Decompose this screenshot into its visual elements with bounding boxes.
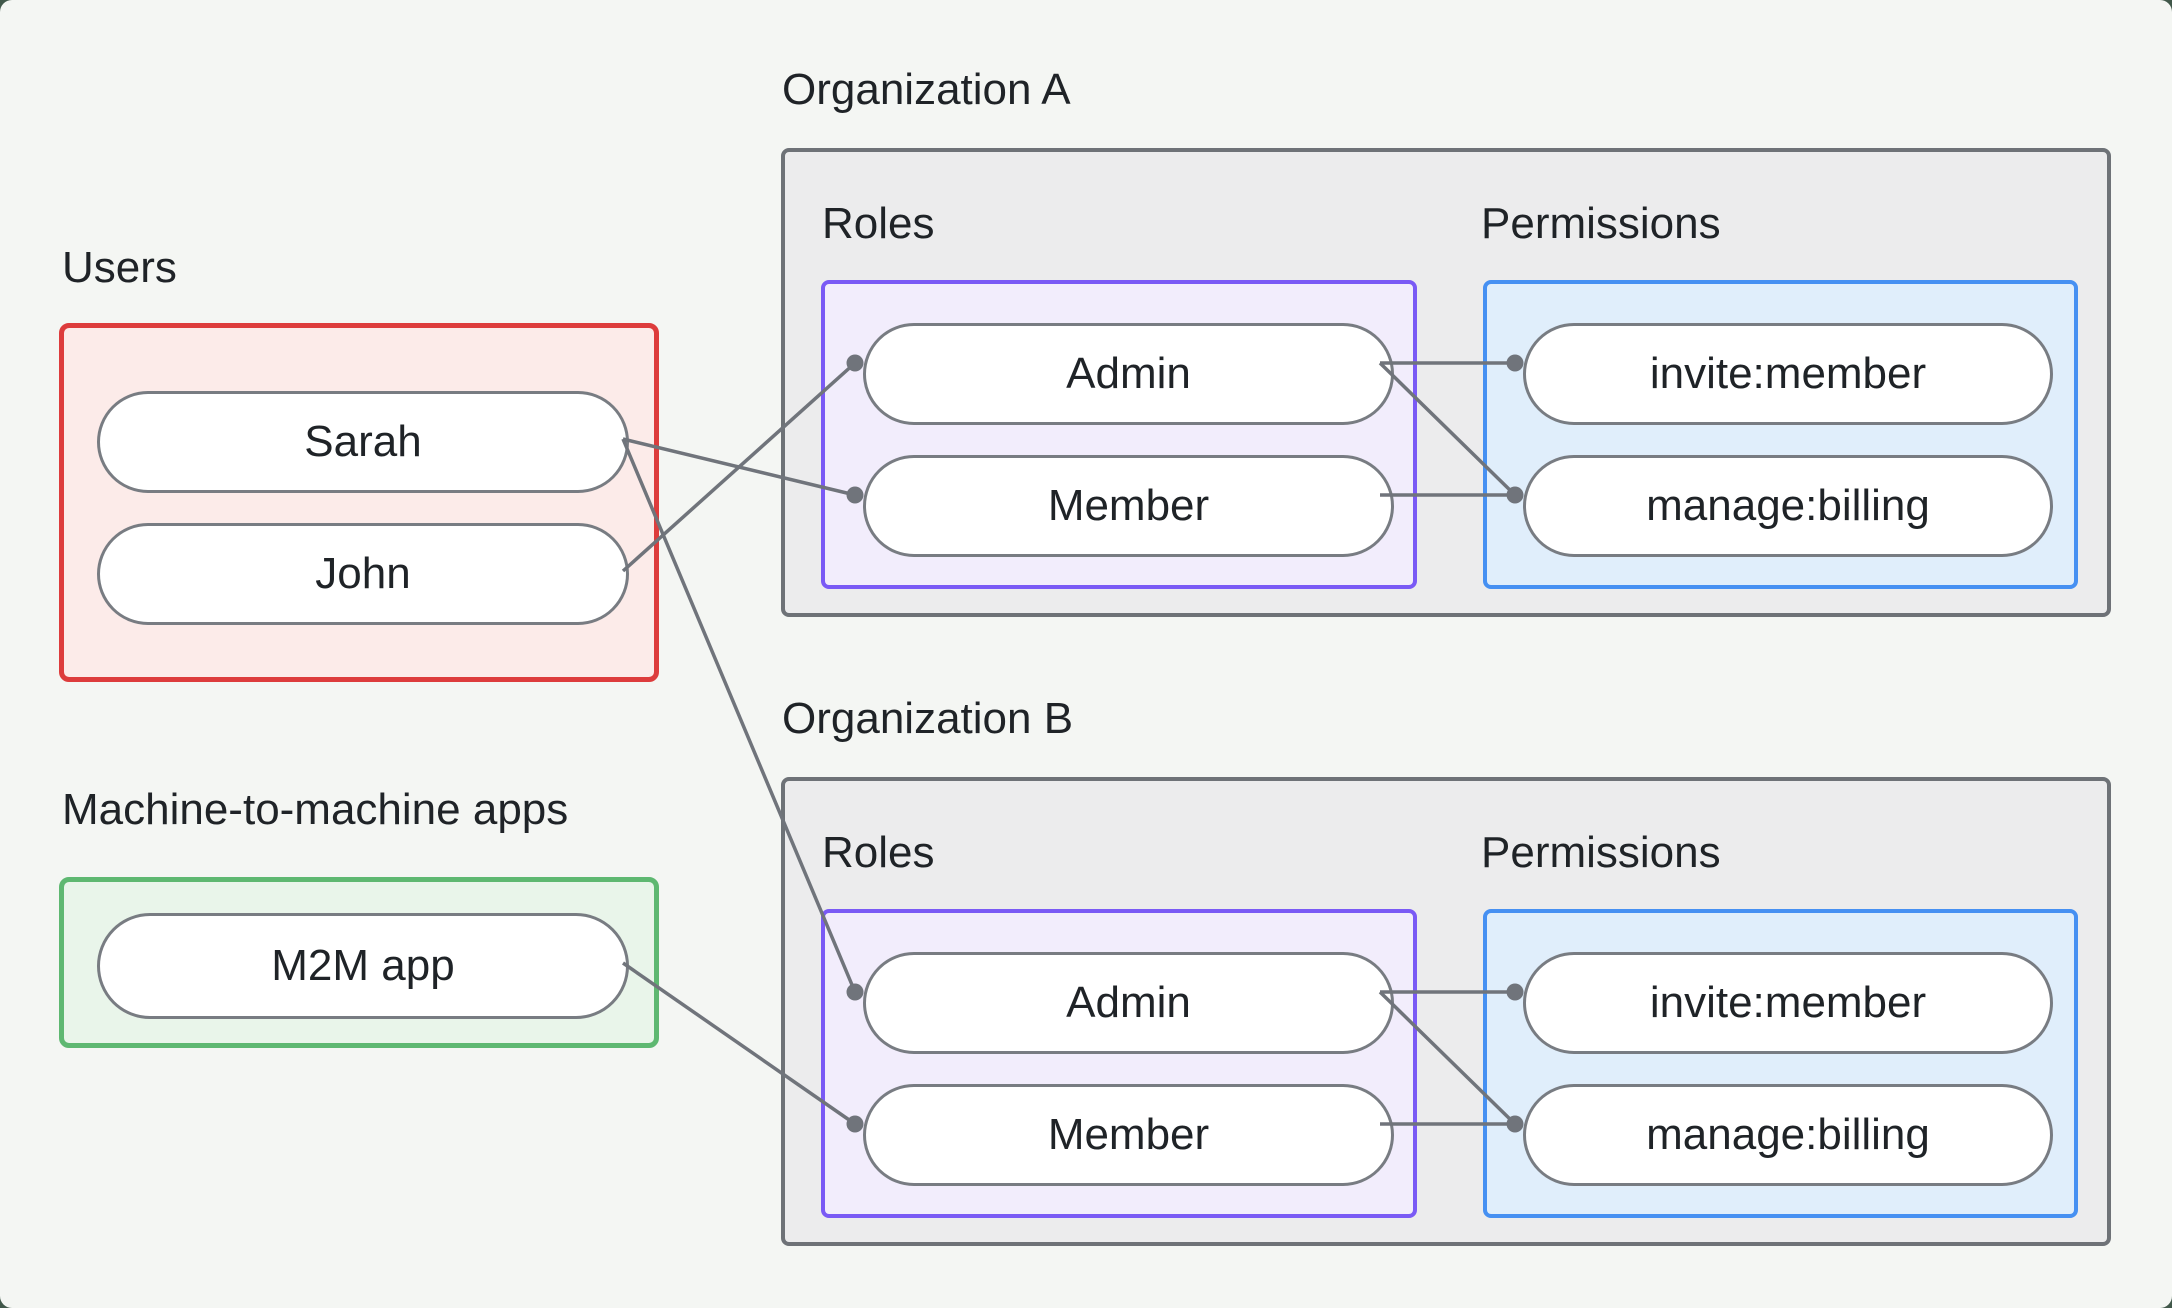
org-a-permission-billing-label: manage:billing	[1646, 481, 1930, 530]
org-b-roles-label: Roles	[822, 828, 935, 877]
user-pill-john-label: John	[315, 549, 411, 598]
org-a-permission-invite-label: invite:member	[1649, 349, 1927, 398]
user-pill-sarah: Sarah	[97, 391, 629, 493]
org-a-role-member-label: Member	[1047, 481, 1210, 530]
org-a-permissions-label: Permissions	[1481, 199, 1721, 248]
org-b-permission-invite-label: invite:member	[1649, 978, 1927, 1027]
user-pill-john: John	[97, 523, 629, 625]
org-a-title: Organization A	[782, 65, 1071, 114]
org-a-permission-invite-pill: invite:member	[1523, 323, 2053, 425]
org-b-title: Organization B	[782, 694, 1074, 743]
org-a-role-admin-pill: Admin	[863, 323, 1394, 425]
org-b-roles-box: Admin Member	[821, 909, 1417, 1218]
org-a-roles-label: Roles	[822, 199, 935, 248]
users-group-box	[59, 323, 659, 682]
org-b-permission-invite-pill: invite:member	[1523, 952, 2053, 1054]
org-a-permissions-box: invite:member manage:billing	[1483, 280, 2078, 589]
org-a-roles-box: Admin Member	[821, 280, 1417, 589]
m2m-label: Machine-to-machine apps	[62, 785, 569, 834]
org-b-permission-billing-pill: manage:billing	[1523, 1084, 2053, 1186]
org-b-role-admin-pill: Admin	[863, 952, 1394, 1054]
org-b-box: Roles Permissions Admin Member invite:me…	[781, 777, 2111, 1246]
m2m-app-pill-label: M2M app	[271, 941, 455, 990]
m2m-app-pill: M2M app	[97, 913, 629, 1019]
org-b-permissions-label: Permissions	[1481, 828, 1721, 877]
org-b-permission-billing-label: manage:billing	[1646, 1110, 1930, 1159]
users-label: Users	[62, 243, 177, 292]
org-b-permissions-box: invite:member manage:billing	[1483, 909, 2078, 1218]
user-pill-sarah-label: Sarah	[304, 417, 422, 466]
org-b-role-member-pill: Member	[863, 1084, 1394, 1186]
org-a-role-member-pill: Member	[863, 455, 1394, 557]
org-b-role-admin-label: Admin	[1066, 978, 1191, 1027]
org-b-role-member-label: Member	[1047, 1110, 1210, 1159]
org-a-box: Roles Permissions Admin Member invite:me…	[781, 148, 2111, 617]
org-a-permission-billing-pill: manage:billing	[1523, 455, 2053, 557]
org-a-role-admin-label: Admin	[1066, 349, 1191, 398]
